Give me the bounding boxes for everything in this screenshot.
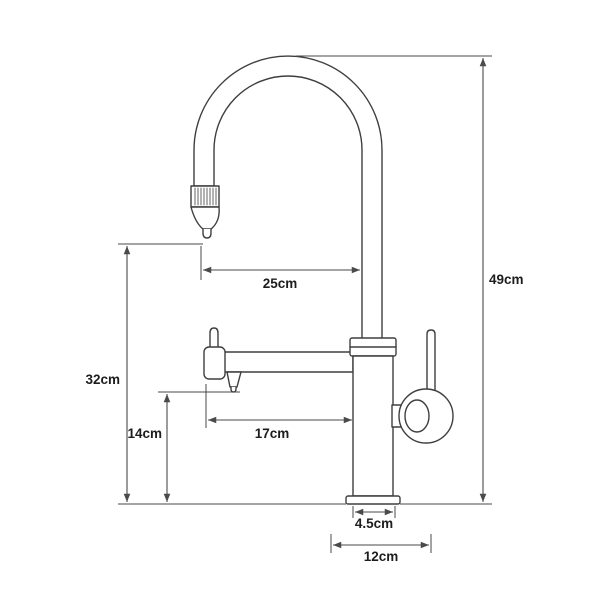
dimensions: 49cm 32cm 14cm 25cm: [85, 55, 524, 564]
spray-head-grip-hatching: [194, 187, 217, 206]
dimension-body-diameter: 4.5cm: [352, 506, 396, 531]
dimension-label: 49cm: [489, 272, 524, 287]
filter-outlet-tip: [230, 386, 237, 393]
faucet-gooseneck-spout: [193, 55, 383, 343]
dimension-label: 4.5cm: [355, 516, 393, 531]
dimension-spout-outlet-height: 32cm: [85, 243, 346, 505]
dimension-filter-outlet-height: 14cm: [127, 391, 240, 502]
faucet-body: [352, 355, 394, 497]
spray-head-tip: [202, 228, 212, 239]
dimension-label: 32cm: [85, 372, 120, 387]
faucet-filter-arm: [203, 327, 354, 393]
dimension-label: 25cm: [263, 276, 298, 291]
dimension-overall-height: 49cm: [296, 55, 524, 505]
faucet-handle: [391, 329, 454, 444]
dimension-label: 12cm: [364, 549, 399, 564]
dimension-filter-spout-reach: 17cm: [205, 384, 352, 441]
filter-outlet-spout: [226, 371, 242, 388]
dimension-spout-reach: 25cm: [200, 246, 360, 291]
faucet-drawing: [190, 55, 454, 505]
dimension-label: 14cm: [127, 426, 162, 441]
dimension-label: 17cm: [255, 426, 290, 441]
filter-arm-end-cap: [203, 346, 226, 380]
filter-arm-pin: [209, 327, 219, 349]
dimension-base-width: 12cm: [330, 534, 432, 564]
faucet-spray-head: [190, 185, 220, 239]
spray-head-taper: [190, 206, 220, 230]
handle-lever-rod: [426, 329, 436, 394]
handle-knob-inner-dome: [404, 399, 430, 433]
faucet-base-flange: [345, 495, 401, 505]
filter-arm-tube: [221, 351, 354, 373]
